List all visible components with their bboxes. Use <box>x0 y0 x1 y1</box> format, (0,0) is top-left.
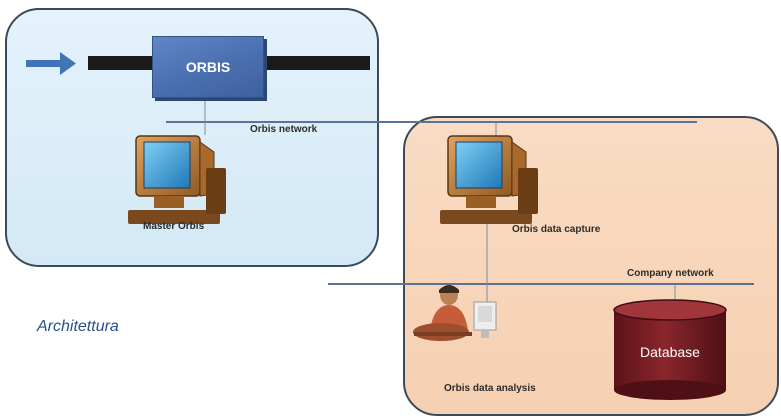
company-network-label: Company network <box>627 268 714 279</box>
database-icon <box>613 299 727 400</box>
database-label: Database <box>640 344 700 360</box>
person-at-desk-icon <box>413 285 497 341</box>
data-capture-label: Orbis data capture <box>512 224 601 235</box>
capture-computer-icon <box>439 135 539 225</box>
architecture-caption: Architettura <box>37 318 119 335</box>
arrow-right-icon <box>26 52 76 75</box>
master-orbis-label: Master Orbis <box>143 221 205 232</box>
orbis-box: ORBIS <box>152 36 264 98</box>
orbis-network-label: Orbis network <box>250 124 318 135</box>
data-analysis-label: Orbis data analysis <box>444 383 536 394</box>
master-computer-icon <box>127 135 227 225</box>
